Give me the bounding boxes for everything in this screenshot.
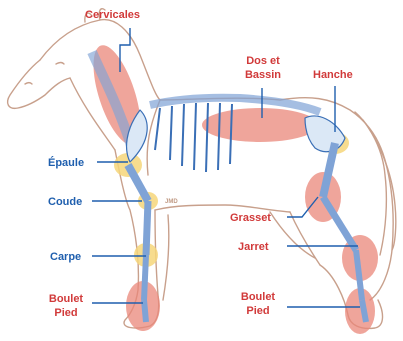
rear-pastern: [362, 300, 366, 322]
label-boulet-rear-line1: Boulet: [236, 290, 280, 304]
label-dos-bassin: Dos et Bassin: [242, 54, 284, 82]
label-grasset: Grasset: [230, 211, 271, 225]
pain-zones: [84, 40, 378, 334]
label-hanche: Hanche: [313, 68, 353, 82]
label-boulet-front-line2: Pied: [44, 306, 88, 320]
label-boulet-front: Boulet Pied: [44, 292, 88, 320]
label-boulet-front-line1: Boulet: [44, 292, 88, 306]
label-jarret: Jarret: [238, 240, 269, 254]
label-epaule: Épaule: [48, 156, 84, 170]
label-carpe: Carpe: [50, 250, 81, 264]
signature-jmd: JMD: [165, 199, 178, 206]
label-dos-line2: Bassin: [242, 68, 284, 82]
ribs: [155, 103, 232, 172]
label-coude: Coude: [48, 195, 82, 209]
label-boulet-rear: Boulet Pied: [236, 290, 280, 318]
front-pastern: [144, 300, 146, 322]
front-radius: [146, 201, 148, 255]
label-dos-line1: Dos et: [242, 54, 284, 68]
label-cervicales: Cervicales: [85, 8, 140, 22]
label-boulet-rear-line2: Pied: [236, 304, 280, 318]
front-cannon: [144, 255, 146, 300]
pelvis: [305, 116, 345, 152]
